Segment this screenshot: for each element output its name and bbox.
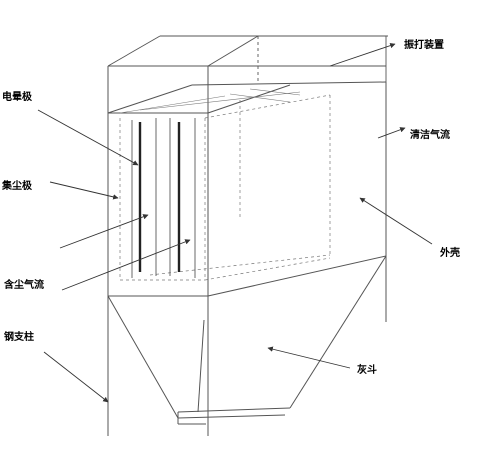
arrow-shell <box>359 197 433 245</box>
ash-hopper <box>177 255 387 436</box>
leader-arrows <box>37 43 433 403</box>
inner-chamber <box>119 94 331 281</box>
label-dusty-gas-flow: 含尘气流 <box>4 280 44 291</box>
arrow-rapping <box>329 43 396 67</box>
arrow-corona <box>37 109 139 166</box>
arrow-dusty-upper <box>59 214 149 249</box>
arrow-dusty-lower <box>61 239 191 291</box>
arrow-clean-gas <box>377 127 406 139</box>
label-outer-shell: 外壳 <box>440 248 460 259</box>
collecting-plates <box>131 118 196 278</box>
corona-wires <box>138 122 181 272</box>
label-corona-electrode: 电晕极 <box>2 92 32 103</box>
top-plate <box>119 88 301 114</box>
outer-shell <box>107 66 387 436</box>
arrow-collecting <box>49 181 119 200</box>
label-clean-gas-flow: 清洁气流 <box>410 130 450 141</box>
arrow-hopper <box>267 346 351 369</box>
rapping-device-housing <box>107 35 388 82</box>
arrow-column <box>43 351 109 403</box>
label-collecting-electrode: 集尘极 <box>2 181 32 192</box>
label-steel-column: 钢支柱 <box>4 332 34 343</box>
label-rapping-device: 振打装置 <box>404 40 444 51</box>
label-ash-hopper: 灰斗 <box>357 365 377 376</box>
